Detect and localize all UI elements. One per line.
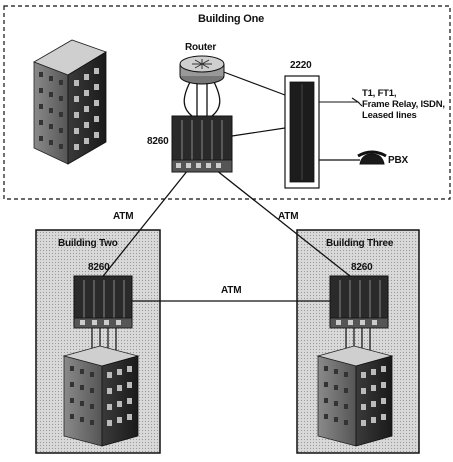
wan-lines-label: T1, FT1, Frame Relay, ISDN, Leased lines: [362, 88, 445, 121]
atm-label-two-three: ATM: [221, 285, 241, 296]
mux-2220-icon: [285, 76, 319, 188]
switch-8260-building-one-label: 8260: [147, 136, 168, 147]
switch-8260-building-three: [330, 276, 388, 328]
switch-8260-building-two: [74, 276, 132, 328]
mux-2220-label: 2220: [290, 60, 311, 71]
atm-label-one-three: ATM: [278, 211, 298, 222]
building-three-icon: [318, 346, 392, 446]
pbx-phone-icon: [358, 152, 386, 164]
router-label: Router: [185, 42, 216, 53]
building-three-title: Building Three: [326, 238, 393, 249]
router-switch-loop: [184, 82, 220, 116]
switch-to-mux-line: [232, 128, 285, 136]
building-two-icon: [64, 346, 138, 446]
building-one-icon: [34, 40, 106, 164]
wan-line-1: T1, FT1,: [362, 88, 445, 99]
switch-8260-building-two-label: 8260: [88, 262, 109, 273]
wan-line-2: Frame Relay, ISDN,: [362, 99, 445, 110]
building-one-title: Building One: [198, 13, 264, 25]
router-icon: [180, 56, 224, 84]
switch-8260-building-three-label: 8260: [351, 262, 372, 273]
atm-label-one-two: ATM: [113, 211, 133, 222]
wan-line-3: Leased lines: [362, 110, 445, 121]
switch-8260-building-one: [172, 116, 232, 172]
wan-connector: [318, 98, 362, 106]
building-two-title: Building Two: [58, 238, 118, 249]
pbx-label: PBX: [388, 155, 408, 166]
